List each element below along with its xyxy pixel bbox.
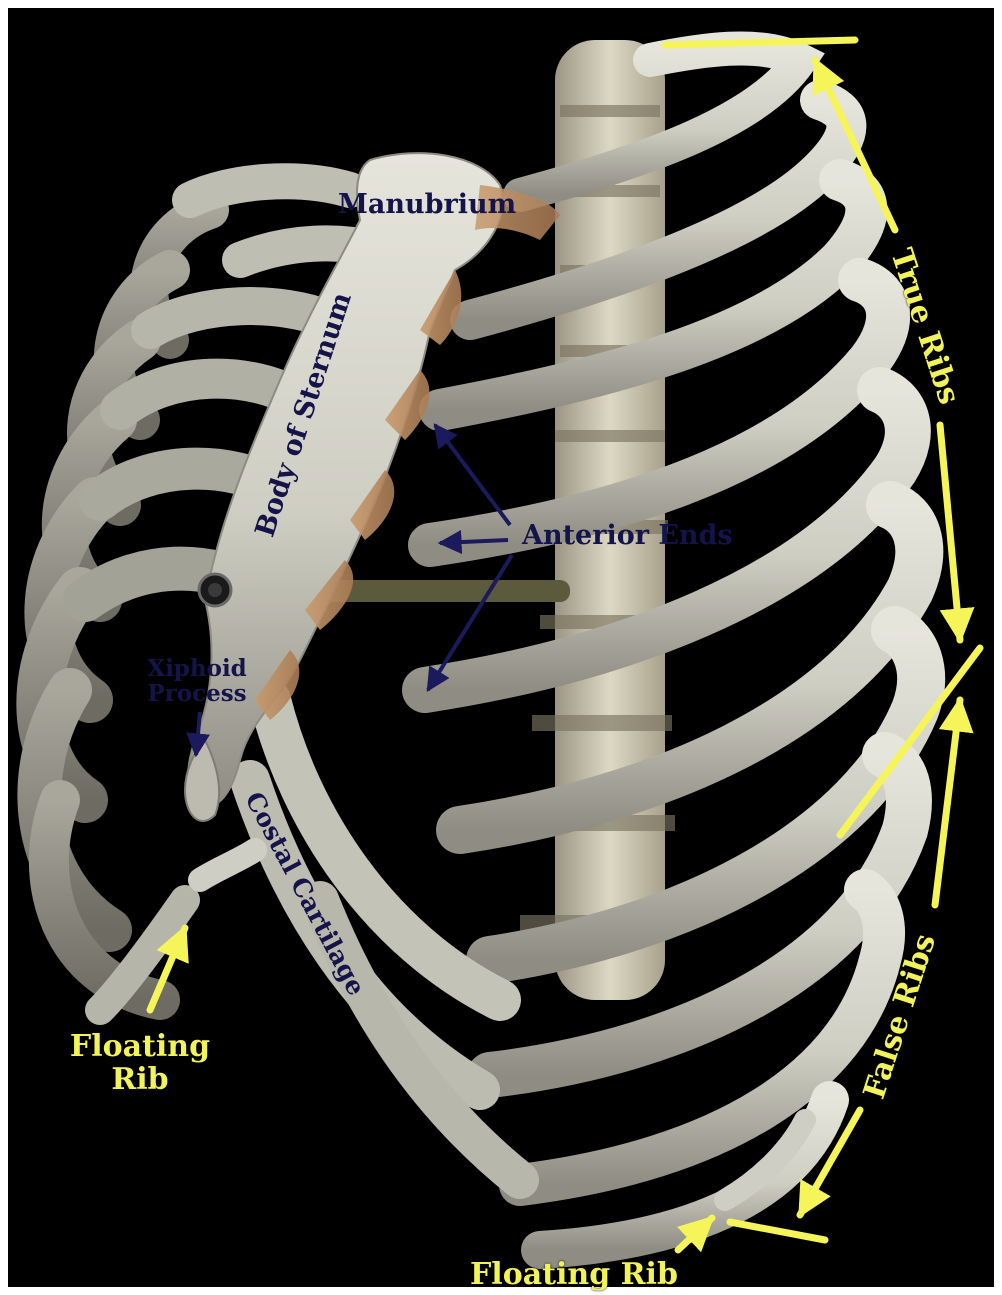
anterior-ends-label: Anterior Ends [522,521,733,551]
xiphoid-process-label: Xiphoid Process [132,656,262,707]
manubrium-label: Manubrium [338,190,516,220]
floating-rib-left-label: Floating Rib [60,1030,220,1096]
floating-rib-bottom-label: Floating Rib [470,1258,678,1291]
